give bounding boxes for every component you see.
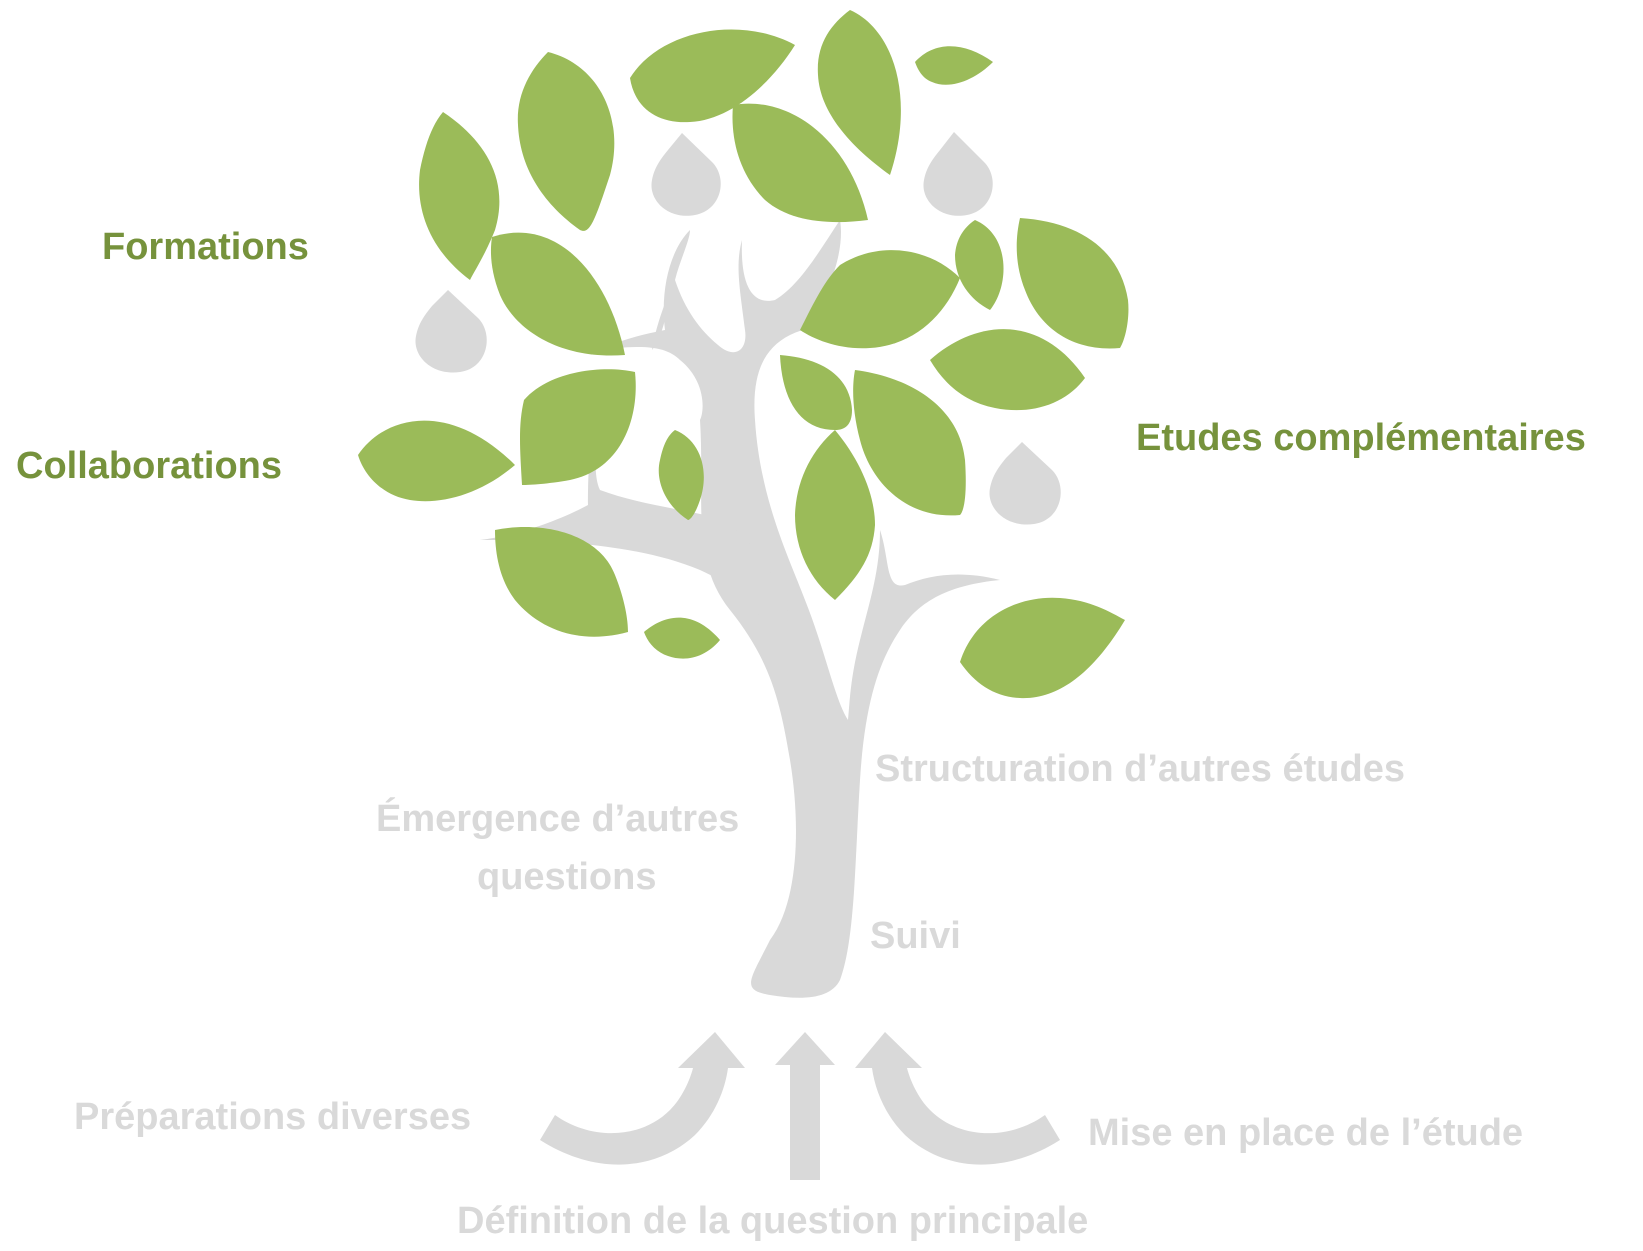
leaf-icon: [658, 430, 704, 520]
drop-icon: [415, 290, 487, 373]
drop-icon: [923, 132, 993, 216]
leaf-icon: [419, 112, 500, 280]
label-mise-en-place: Mise en place de l’étude: [1088, 1112, 1524, 1154]
tree-trunk-icon: [480, 220, 1000, 998]
label-preparations: Préparations diverses: [74, 1096, 472, 1138]
curved-arrow-icon: [855, 1032, 1060, 1165]
label-formations: Formations: [102, 226, 309, 268]
label-etudes-complementaires: Etudes complémentaires: [1136, 417, 1586, 459]
leaf-icon: [358, 420, 515, 502]
label-structuration: Structuration d’autres études: [875, 748, 1405, 790]
label-suivi: Suivi: [870, 915, 961, 957]
arrow-up-icon: [775, 1032, 835, 1180]
leaf-icon: [817, 10, 901, 175]
leaf-icon: [495, 527, 628, 637]
arrows-group: [540, 1032, 1060, 1180]
leaf-icon: [955, 220, 1004, 310]
label-definition: Définition de la question principale: [457, 1200, 1089, 1242]
drop-icon: [651, 133, 721, 216]
drops-group: [415, 132, 1061, 525]
leaf-icon: [915, 46, 993, 85]
leaf-icon: [630, 29, 795, 123]
leaf-icon: [517, 52, 615, 231]
leaf-icon: [853, 370, 966, 516]
leaf-icon: [800, 250, 960, 349]
leaf-icon: [520, 369, 636, 485]
leaves-group: [358, 10, 1129, 699]
label-emergence-line2: questions: [477, 856, 657, 898]
leaf-icon: [732, 103, 868, 223]
leaf-icon: [930, 329, 1085, 411]
leaf-icon: [490, 232, 625, 356]
label-collaborations: Collaborations: [16, 445, 283, 487]
leaf-icon: [780, 355, 852, 430]
leaf-icon: [1016, 218, 1129, 349]
leaf-icon: [960, 597, 1125, 699]
drop-icon: [989, 442, 1061, 525]
label-emergence-line1: Émergence d’autres: [376, 798, 740, 840]
leaf-icon: [644, 617, 720, 659]
leaf-icon: [795, 430, 875, 600]
curved-arrow-icon: [540, 1032, 745, 1165]
